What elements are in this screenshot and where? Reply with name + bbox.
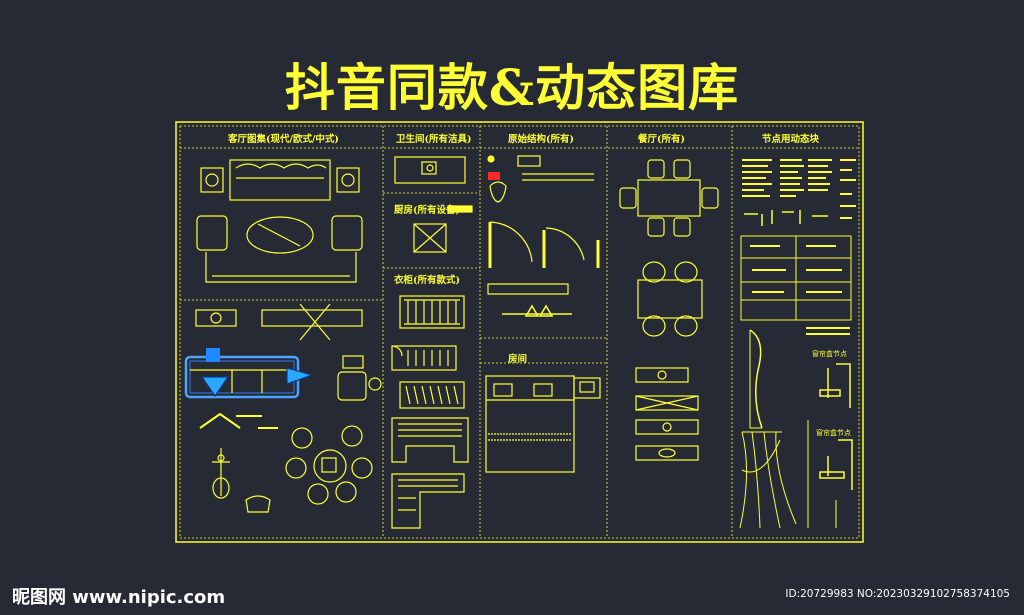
section-living-room-label: 客厅图集(现代/欧式/中式) (228, 134, 339, 145)
dining-small-blocks (635, 367, 699, 461)
column-dividers (180, 126, 859, 538)
node-blocks (739, 159, 856, 529)
outer-frame (175, 121, 864, 543)
section-bedroom-label: 房间 (508, 354, 528, 365)
curtain-box-label-2: 窗帘盒节点 (816, 429, 851, 437)
armchair (337, 355, 382, 401)
selected-block (184, 348, 314, 399)
section-kitchen-label: 厨房(所有设备) (394, 205, 460, 216)
dining-table-1 (619, 159, 719, 237)
tv-cabinet (195, 303, 363, 341)
bathroom-fixtures (394, 156, 466, 184)
wardrobe-blocks (391, 295, 469, 529)
section-dining-label: 餐厅(所有) (638, 134, 685, 145)
page-title: 抖音同款&动态图库 (284, 58, 740, 117)
round-table-set (285, 425, 373, 505)
misc-living (199, 412, 278, 513)
dining-table-2 (637, 261, 703, 337)
section-nodes-label: 节点用动态块 (762, 134, 820, 145)
section-bathroom-label: 卫生间(所有洁具) (396, 134, 472, 145)
curtain-box-label-1: 窗帘盒节点 (812, 350, 847, 358)
kitchen-fixtures (413, 205, 473, 253)
bedroom-plan (485, 375, 601, 473)
inner-frame (179, 125, 860, 539)
image-id-watermark: ID:20729983 NO:20230329102758374105 (785, 588, 1010, 600)
sofa-set (196, 159, 363, 283)
section-structure-label: 原始结构(所有) (508, 134, 574, 145)
structure-blocks (487, 155, 600, 317)
site-watermark: 昵图网 www.nipic.com (12, 587, 226, 608)
section-wardrobe-label: 衣柜(所有款式) (394, 275, 460, 286)
